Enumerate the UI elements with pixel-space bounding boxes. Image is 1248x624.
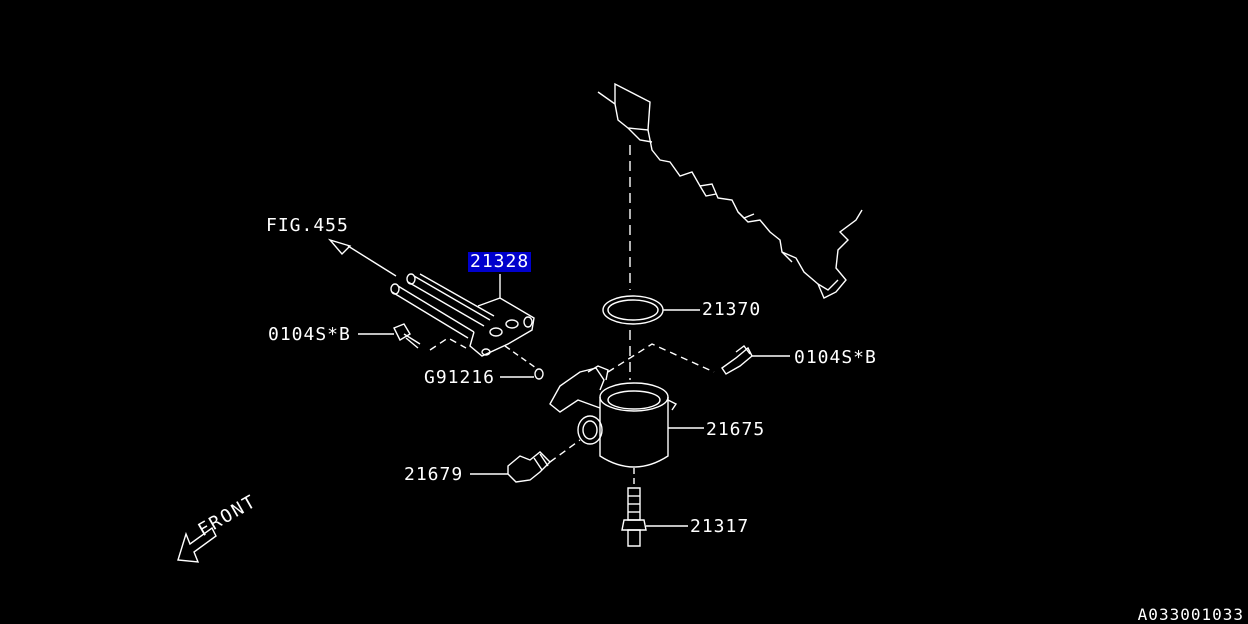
callout-21370[interactable]: 21370: [702, 299, 762, 320]
callout-21679[interactable]: 21679: [404, 464, 464, 485]
fig455-arrow: [327, 238, 397, 277]
bolt-left-0104SB: [358, 323, 421, 349]
callout-bolt-left[interactable]: 0104S*B: [268, 324, 351, 345]
callout-g91216[interactable]: G91216: [424, 367, 496, 388]
callout-bolt-right[interactable]: 0104S*B: [794, 347, 877, 368]
plug-21679: [470, 439, 581, 483]
housing-21675: [549, 365, 704, 468]
clip-g91216: [500, 368, 544, 380]
engine-block-outline: [597, 82, 863, 299]
bolt-right-0104SB: [721, 345, 790, 375]
o-ring-21370: [602, 295, 700, 325]
callout-21675[interactable]: 21675: [706, 419, 766, 440]
bolt-right-path: [607, 343, 715, 373]
bolt-21317: [621, 468, 688, 547]
pipe-assembly-21328: [390, 273, 537, 369]
callout-21328[interactable]: 21328: [468, 251, 532, 272]
document-id: A033001033: [1137, 605, 1244, 624]
callout-21317[interactable]: 21317: [690, 516, 750, 537]
callout-fig455[interactable]: FIG.455: [266, 215, 349, 236]
front-arrow-icon: [177, 526, 217, 563]
